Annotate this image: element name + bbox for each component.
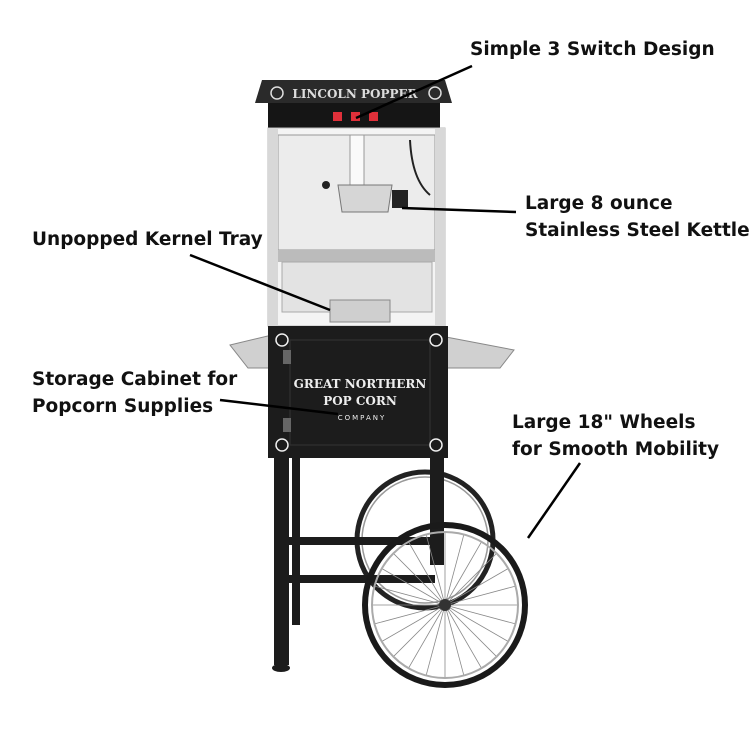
wheel-spoke <box>444 553 497 606</box>
cabinet-callout-line <box>219 398 339 416</box>
wheel-spoke <box>408 542 446 606</box>
kettle-callout-line <box>401 206 517 214</box>
front-wheel <box>362 522 528 688</box>
switch-1 <box>333 112 342 121</box>
cabinet-logo-line-3: COMPANY <box>338 414 387 422</box>
wheel-spoke <box>444 604 508 642</box>
switch-3 <box>369 112 378 121</box>
wheel-spoke <box>444 535 465 606</box>
kettle <box>337 184 393 213</box>
cabinet-callout-label: Storage Cabinet for Popcorn Supplies <box>32 366 237 420</box>
wheel-spoke <box>382 604 446 642</box>
callout-text: Simple 3 Switch Design <box>470 39 715 60</box>
tray-callout-line <box>189 253 331 312</box>
callout-lines <box>189 64 582 539</box>
kettle-callout-label: Large 8 ounce Stainless Steel Kettle <box>525 190 750 244</box>
wheel-spoke <box>444 568 508 606</box>
wheel-spoke <box>444 604 482 668</box>
switch-callout-line <box>355 64 473 120</box>
switch-callout-label: Simple 3 Switch Design <box>470 36 715 63</box>
cabinet-logo-line-1: GREAT NORTHERN <box>294 377 427 391</box>
left-shelf <box>229 334 273 369</box>
wheel-spoke <box>408 604 446 668</box>
callout-text: Large 8 ounce <box>525 193 673 214</box>
wheel-spoke <box>425 604 446 675</box>
wheel-spoke <box>382 568 446 606</box>
cart-frame <box>272 455 444 672</box>
callout-text: for Smooth Mobility <box>512 439 720 460</box>
right-shelf <box>445 336 515 369</box>
callout-text: Stainless Steel Kettle <box>525 220 750 241</box>
wheel-spoke <box>375 585 446 606</box>
kernel-tray <box>329 299 391 323</box>
callout-text: Popcorn Supplies <box>32 396 214 417</box>
wheel-spoke <box>425 535 446 606</box>
wheel-spoke <box>444 604 465 675</box>
wheel-spoke <box>444 604 515 625</box>
storage-cabinet: GREAT NORTHERN POP CORN COMPANY <box>268 326 448 458</box>
wheel-spoke <box>393 604 446 657</box>
callout-text: Storage Cabinet for <box>32 369 238 390</box>
wheel-spoke <box>444 604 497 657</box>
wheel-spoke <box>444 585 515 606</box>
wheel-spoke <box>444 542 482 606</box>
wheels-callout-label: Large 18" Wheels for Smooth Mobility <box>512 409 719 463</box>
wheels-callout-line <box>526 462 582 539</box>
switch-2 <box>351 112 360 121</box>
callout-text: Large 18" Wheels <box>512 412 696 433</box>
callout-text: Unpopped Kernel Tray <box>32 229 263 250</box>
tray-callout-label: Unpopped Kernel Tray <box>32 226 263 253</box>
glass-cabinet <box>267 127 446 327</box>
canopy-logo-text: LINCOLN POPPER <box>292 87 418 101</box>
cabinet-logo-line-2: POP CORN <box>323 394 397 408</box>
wheel-spoke <box>393 553 446 606</box>
wheel-spoke <box>375 604 446 625</box>
canopy: LINCOLN POPPER <box>255 80 452 128</box>
